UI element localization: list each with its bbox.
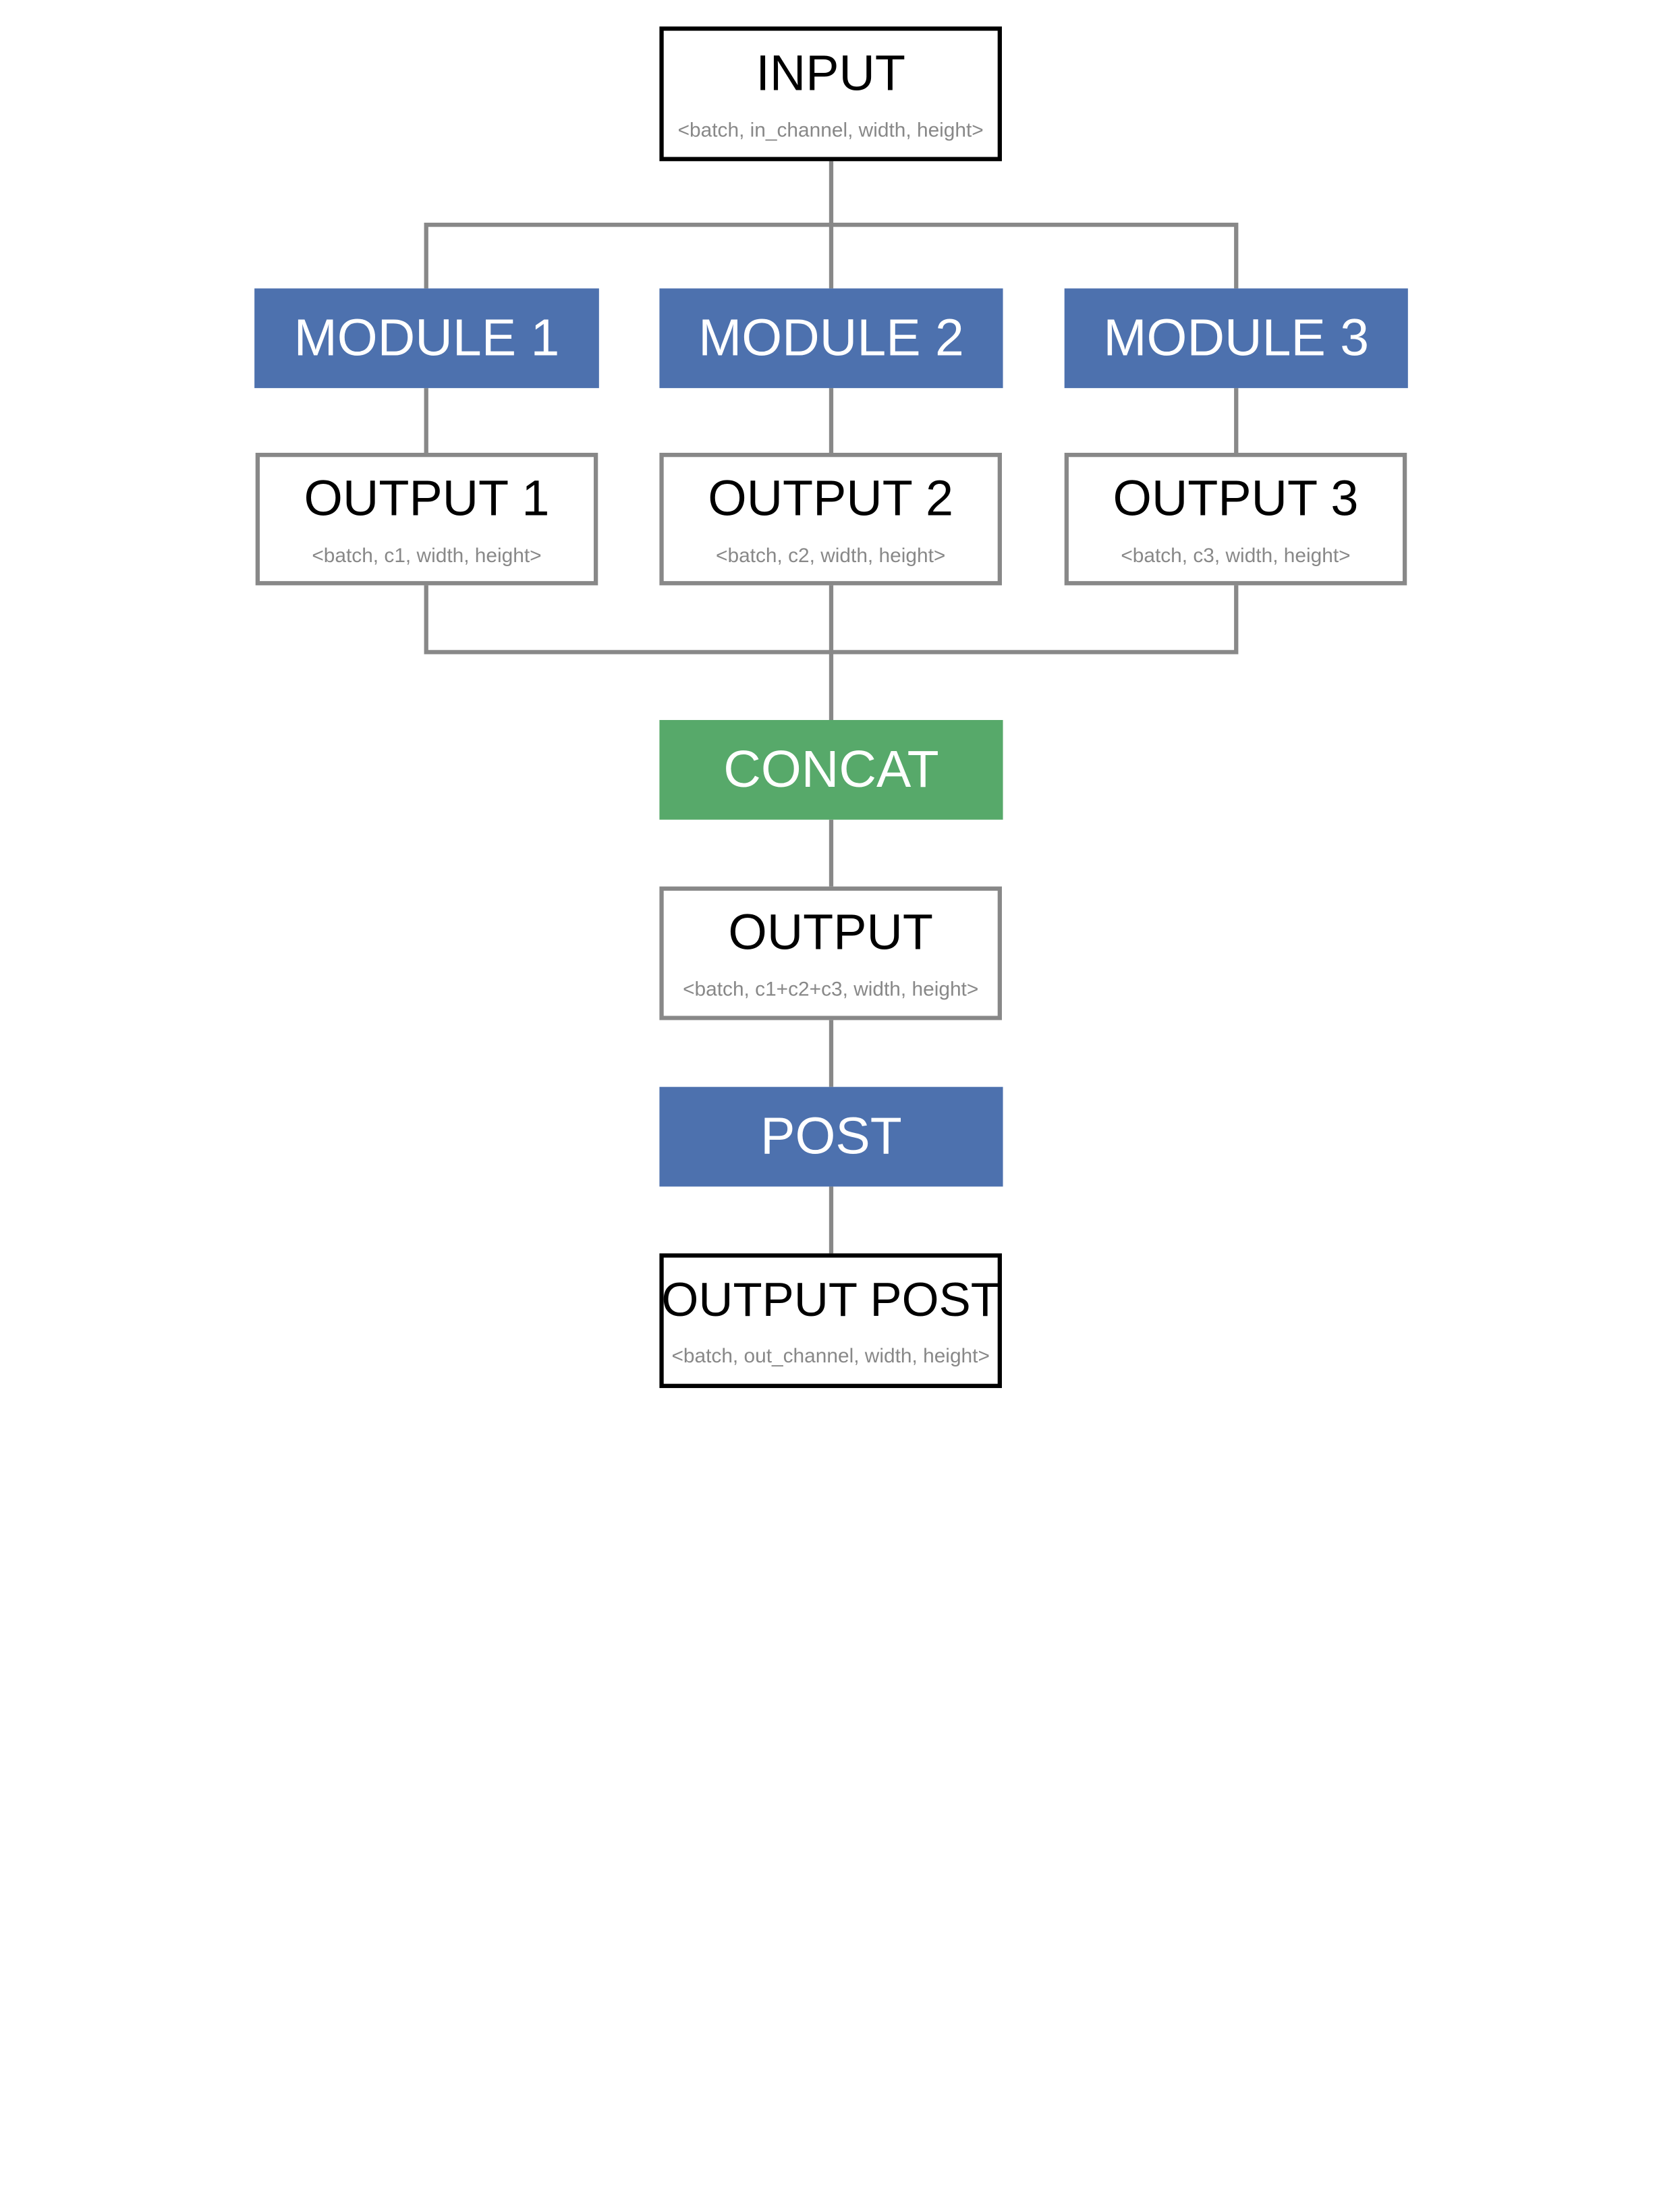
output-1-box: OUTPUT 1 <batch, c1, width, height>: [255, 452, 598, 586]
concat-title: CONCAT: [723, 740, 939, 798]
input-tensor-box: INPUT <batch, in_channel, width, height>: [659, 26, 1002, 161]
input-shape: <batch, in_channel, width, height>: [677, 119, 984, 142]
output-2-shape: <batch, c2, width, height>: [716, 544, 946, 567]
output-1-title: OUTPUT 1: [304, 469, 550, 526]
module-3-box: MODULE 3: [1064, 288, 1408, 389]
output-post-box: OUTPUT POST <batch, out_channel, width, …: [659, 1253, 1002, 1388]
output-post-title: OUTPUT POST: [661, 1271, 1001, 1327]
input-title: INPUT: [756, 44, 905, 101]
output-3-box: OUTPUT 3 <batch, c3, width, height>: [1064, 452, 1407, 586]
concat-box: CONCAT: [659, 719, 1003, 820]
output-2-title: OUTPUT 2: [708, 469, 954, 526]
output-shape: <batch, c1+c2+c3, width, height>: [683, 978, 979, 1001]
output-2-box: OUTPUT 2 <batch, c2, width, height>: [659, 452, 1002, 586]
module-1-box: MODULE 1: [254, 288, 599, 389]
module-1-title: MODULE 1: [293, 309, 560, 366]
output-title: OUTPUT: [728, 903, 934, 960]
module-3-title: MODULE 3: [1103, 309, 1370, 366]
module-2-box: MODULE 2: [659, 288, 1003, 389]
output-box: OUTPUT <batch, c1+c2+c3, width, height>: [659, 886, 1002, 1020]
post-box: POST: [659, 1086, 1003, 1187]
post-title: POST: [760, 1107, 902, 1165]
output-3-title: OUTPUT 3: [1113, 469, 1359, 526]
connector-lines: [424, 160, 1239, 1254]
output-1-shape: <batch, c1, width, height>: [312, 544, 542, 567]
output-post-shape: <batch, out_channel, width, height>: [671, 1345, 990, 1368]
output-3-shape: <batch, c3, width, height>: [1121, 544, 1351, 567]
module-2-title: MODULE 2: [698, 309, 964, 366]
